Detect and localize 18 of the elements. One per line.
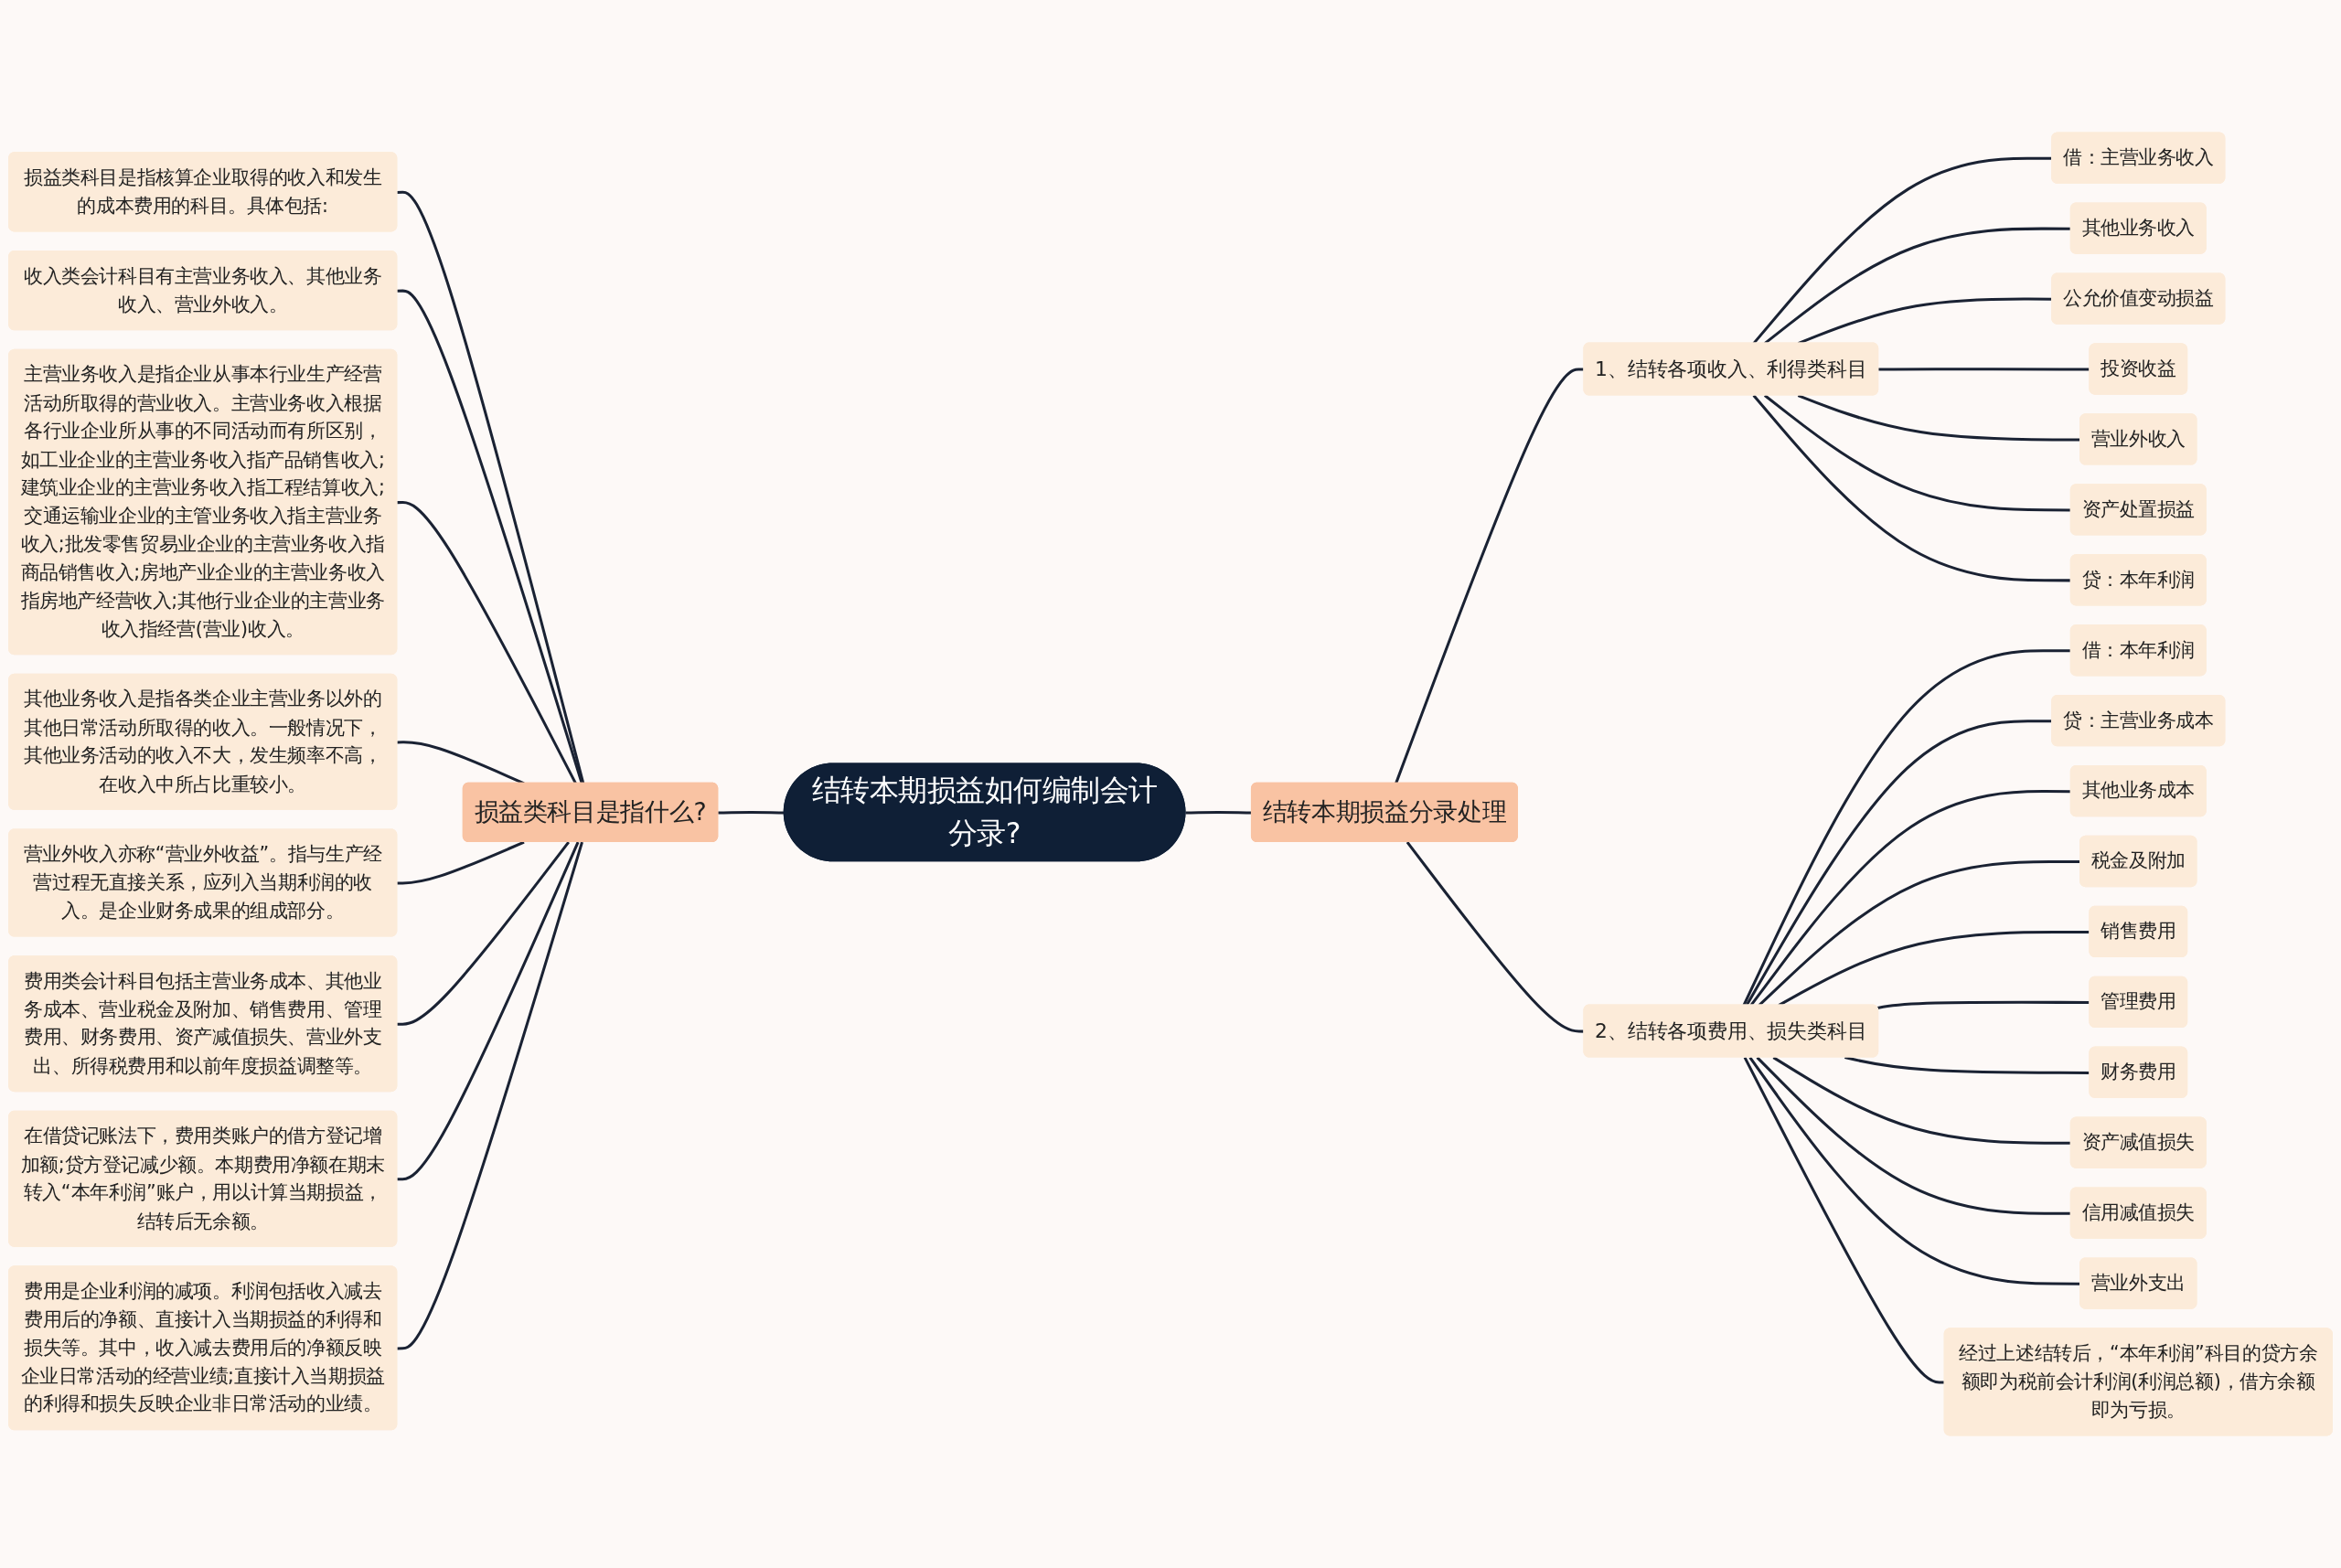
connector: [397, 841, 580, 1181]
connector: [397, 289, 583, 784]
connector: [397, 841, 583, 1350]
connector: [397, 840, 525, 885]
connector: [1395, 368, 1585, 784]
connector: [1756, 1056, 2071, 1215]
connector: [1742, 649, 2071, 1007]
connector: [1763, 394, 2071, 512]
connector: [1749, 790, 2071, 1007]
connector: [397, 190, 585, 784]
connector: [1406, 841, 1585, 1033]
connector: [1743, 1056, 1945, 1384]
connector: [397, 841, 570, 1026]
connector: [718, 811, 785, 815]
connector: [1752, 394, 2071, 582]
connector: [1763, 227, 2071, 345]
connector: [397, 501, 577, 784]
connector: [1772, 1056, 2071, 1145]
